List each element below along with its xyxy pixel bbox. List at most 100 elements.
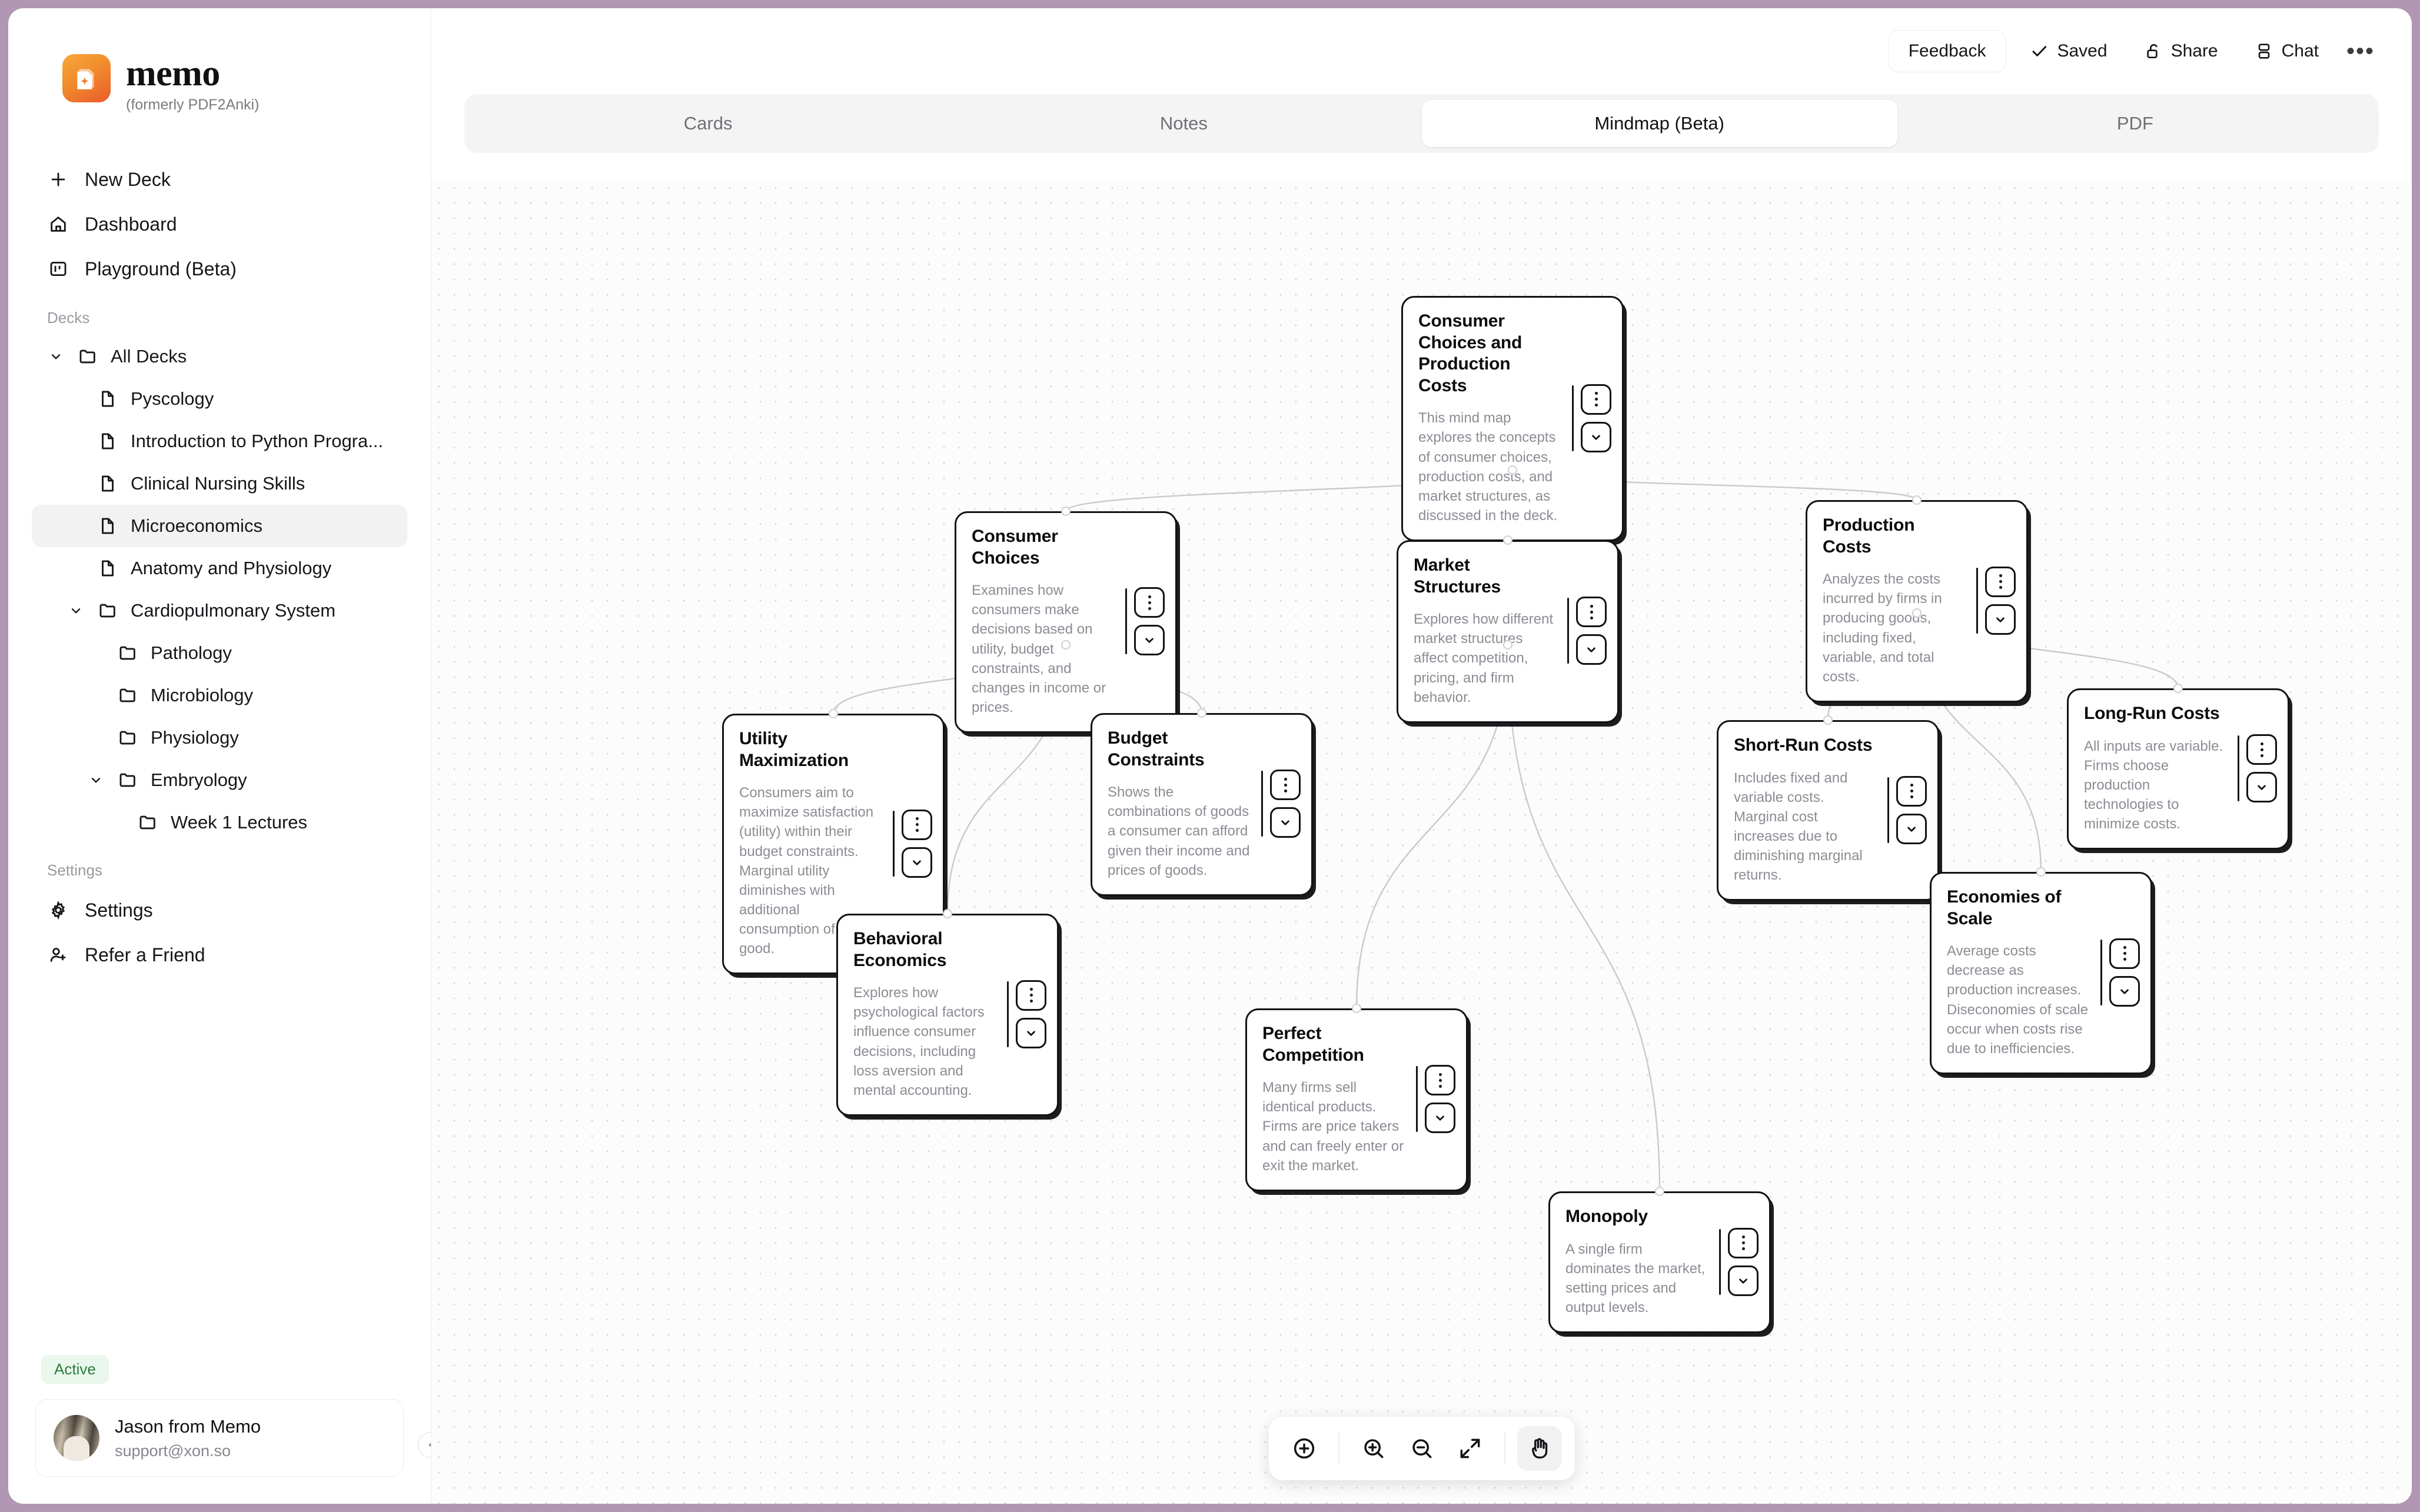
deck-tree-item-clinical-nursing-skills[interactable]: Clinical Nursing Skills <box>32 462 407 505</box>
vertical-dots-icon[interactable] <box>1896 775 1927 807</box>
fit-view-button[interactable] <box>1448 1426 1492 1471</box>
status-badge: Active <box>41 1355 109 1384</box>
ellipsis-icon[interactable]: ••• <box>2346 38 2375 64</box>
node-port[interactable] <box>2173 684 2183 693</box>
deck-tree-item-pathology[interactable]: Pathology <box>32 632 407 674</box>
vertical-dots-icon[interactable] <box>1134 587 1165 618</box>
deck-tree-item-label: Clinical Nursing Skills <box>131 473 305 494</box>
vertical-dots-icon[interactable] <box>1576 597 1607 628</box>
node-port[interactable] <box>1352 1004 1361 1013</box>
tab-notes[interactable]: Notes <box>1159 113 1208 134</box>
chevron-down-icon[interactable] <box>1985 604 2016 635</box>
deck-tree-item-microeconomics[interactable]: Microeconomics <box>32 505 407 547</box>
zoom-in-button[interactable] <box>1351 1426 1396 1471</box>
deck-tree-item-physiology[interactable]: Physiology <box>32 717 407 759</box>
zoom-out-button[interactable] <box>1400 1426 1444 1471</box>
mindmap-node-description: This mind map explores the concepts of c… <box>1418 410 1558 524</box>
feedback-button[interactable]: Feedback <box>1887 30 2007 72</box>
mindmap-node-controls <box>1976 566 2016 635</box>
node-port[interactable] <box>1912 608 1922 618</box>
chevron-down-icon[interactable] <box>2246 772 2277 803</box>
deck-tree-item-embryology[interactable]: Embryology <box>32 759 407 801</box>
node-port[interactable] <box>1655 1187 1664 1196</box>
chevron-down-icon[interactable] <box>1728 1265 1759 1296</box>
sidebar-item-new-deck[interactable]: New Deck <box>32 157 407 202</box>
vertical-dots-icon[interactable] <box>1985 566 2016 597</box>
divider <box>1976 567 1978 634</box>
deck-tree-item-all-decks[interactable]: All Decks <box>32 335 407 378</box>
divider <box>893 810 895 877</box>
node-port[interactable] <box>1061 507 1071 516</box>
vertical-dots-icon[interactable] <box>1270 770 1301 801</box>
chevron-down-icon[interactable] <box>1896 813 1927 844</box>
deck-tree-item-microbiology[interactable]: Microbiology <box>32 674 407 717</box>
sidebar-item-playground[interactable]: Playground (Beta) <box>32 247 407 291</box>
file-icon <box>97 472 119 495</box>
mindmap-node-description: All inputs are variable. Firms choose pr… <box>2084 738 2223 832</box>
chat-button[interactable]: Chat <box>2242 30 2332 72</box>
user-account-card[interactable]: Jason from Memo support@xon.so <box>35 1399 404 1477</box>
deck-tree-item-introduction-to-python-progra[interactable]: Introduction to Python Progra... <box>32 420 407 462</box>
node-port[interactable] <box>2036 867 2046 877</box>
chevron-down-icon[interactable] <box>902 847 932 878</box>
chevron-down-icon[interactable] <box>1016 1017 1046 1048</box>
chevron-down-icon[interactable] <box>1134 625 1165 656</box>
node-port[interactable] <box>1197 708 1206 718</box>
zoom-toolbar <box>1268 1417 1575 1480</box>
vertical-dots-icon[interactable] <box>2246 734 2277 765</box>
tab-cards[interactable]: Cards <box>683 113 733 134</box>
saved-status[interactable]: Saved <box>2017 30 2120 72</box>
tab-mindmap-beta[interactable]: Mindmap (Beta) <box>1421 100 1897 147</box>
chevron-down-icon[interactable] <box>87 771 105 789</box>
node-port[interactable] <box>1912 495 1922 505</box>
vertical-dots-icon[interactable] <box>1425 1065 1455 1096</box>
deck-tree-item-cardiopulmonary-system[interactable]: Cardiopulmonary System <box>32 590 407 632</box>
vertical-dots-icon[interactable] <box>1728 1227 1759 1258</box>
vertical-dots-icon[interactable] <box>2109 938 2140 969</box>
sidebar-item-refer-a-friend[interactable]: Refer a Friend <box>32 932 407 977</box>
file-icon <box>97 430 119 452</box>
share-button[interactable]: Share <box>2131 30 2231 72</box>
vertical-dots-icon[interactable] <box>902 809 932 840</box>
chevron-down-icon[interactable] <box>1576 634 1607 665</box>
pan-tool-button[interactable] <box>1517 1426 1562 1471</box>
node-port[interactable] <box>1503 640 1512 650</box>
chevron-down-icon[interactable] <box>1270 807 1301 838</box>
mindmap-node-controls <box>2238 734 2277 803</box>
node-port[interactable] <box>829 709 838 718</box>
node-port[interactable] <box>943 909 952 918</box>
chevron-down-icon[interactable] <box>1425 1103 1455 1134</box>
sidebar-item-settings[interactable]: Settings <box>32 888 407 932</box>
vertical-dots-icon[interactable] <box>1016 980 1046 1011</box>
deck-tree-item-label: Introduction to Python Progra... <box>131 431 384 451</box>
node-port[interactable] <box>1503 535 1512 545</box>
chevron-down-icon[interactable] <box>1581 421 1611 452</box>
chevron-down-icon[interactable] <box>67 602 85 620</box>
chevron-down-icon[interactable] <box>2109 975 2140 1007</box>
node-port[interactable] <box>1508 465 1517 475</box>
tab-pdf[interactable]: PDF <box>2116 113 2153 134</box>
deck-tree-item-week-1-lectures[interactable]: Week 1 Lectures <box>32 801 407 844</box>
vertical-dots-icon[interactable] <box>1581 384 1611 415</box>
node-port[interactable] <box>1061 640 1071 650</box>
add-node-button[interactable] <box>1282 1426 1327 1471</box>
mindmap-node-description: Consumers aim to maximize satisfaction (… <box>739 785 874 957</box>
deck-tree-item-anatomy-and-physiology[interactable]: Anatomy and Physiology <box>32 547 407 590</box>
deck-tree-item-pyscology[interactable]: Pyscology <box>32 378 407 420</box>
sidebar-item-dashboard[interactable]: Dashboard <box>32 202 407 247</box>
chevron-down-icon[interactable] <box>47 348 65 365</box>
divider <box>1261 771 1263 837</box>
node-port[interactable] <box>1823 715 1833 725</box>
